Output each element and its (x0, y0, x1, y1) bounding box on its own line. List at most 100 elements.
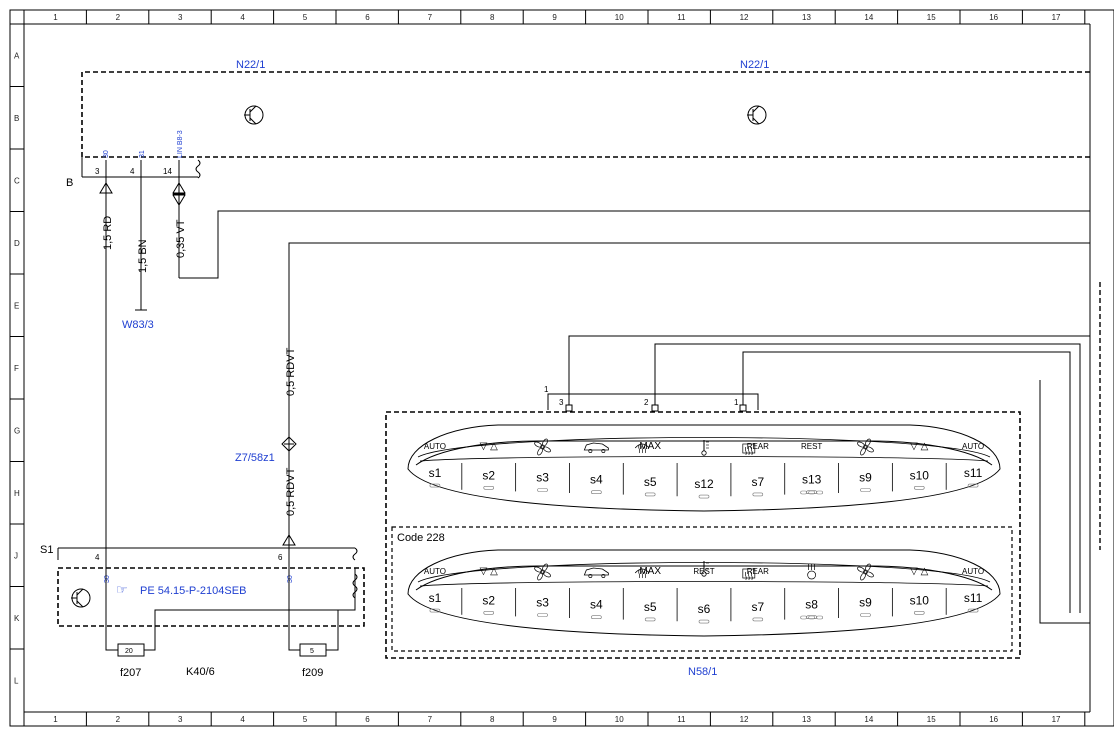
panel-button-s6[interactable]: s6 (698, 602, 711, 616)
grid-row-label: D (14, 239, 20, 248)
pointer-hand-icon[interactable]: ☞ (116, 582, 128, 597)
k40-relay-box-outline (57, 567, 365, 627)
button-led-indicator (698, 494, 710, 499)
n58-pin-3: 3 (559, 398, 564, 407)
grid-column-label-bottom: 10 (615, 715, 624, 724)
panel-button-s9[interactable]: s9 (859, 471, 872, 485)
grid-column-label: 12 (740, 13, 749, 22)
n22-control-unit-outline (81, 71, 1090, 158)
grid-row-label: L (14, 676, 19, 685)
panel-button-s5[interactable]: s5 (644, 475, 657, 489)
temperature-icon (701, 440, 709, 456)
button-led-indicator (644, 492, 656, 497)
panel-top-label: AUTO (962, 567, 984, 576)
button-led-indicator (698, 619, 710, 624)
grid-column-label-bottom: 1 (53, 715, 58, 724)
fan-icon (534, 438, 551, 456)
panel-top-label: REAR (747, 442, 769, 451)
grid-row-label: J (14, 551, 18, 560)
panel-button-s1[interactable]: s1 (429, 591, 442, 605)
n58-lead-1: 1 (544, 385, 549, 394)
grid-column-label-bottom: 8 (490, 715, 495, 724)
button-led-indicator (537, 613, 548, 617)
panel-button-s11[interactable]: s11 (964, 591, 983, 605)
ground-transistor-icon (244, 105, 264, 125)
panel-button-s4[interactable]: s4 (590, 598, 603, 612)
panel-top-label: AUTO (424, 567, 446, 576)
panel-button-s13[interactable]: s13 (802, 473, 822, 487)
grid-row-label: C (14, 176, 20, 185)
panel-button-s2[interactable]: s2 (482, 468, 495, 482)
panel-button-s9[interactable]: s9 (859, 596, 872, 610)
panel-button-s3[interactable]: s3 (536, 471, 549, 485)
grid-column-label: 13 (802, 13, 811, 22)
n22-label-left: N22/1 (236, 59, 265, 71)
panel-button-s5[interactable]: s5 (644, 600, 657, 614)
button-led-indicator (644, 617, 656, 622)
grid-row-label: H (14, 489, 20, 498)
button-led-indicator (752, 492, 764, 497)
grid-column-label: 2 (116, 13, 121, 22)
fan-icon (857, 438, 874, 456)
panel-top-label: MAX (639, 566, 661, 577)
panel-button-s12[interactable]: s12 (694, 477, 714, 491)
button-led-indicator (967, 608, 979, 613)
button-led-indicator (483, 485, 495, 490)
fuse-f209-rating: 5 (310, 648, 314, 655)
signal-lin: LIN B8-3 (177, 130, 184, 158)
panel-button-s10[interactable]: s10 (910, 468, 930, 482)
n22-label-right: N22/1 (740, 59, 769, 71)
panel-button-s7[interactable]: s7 (751, 475, 764, 489)
defrost-icon (634, 568, 650, 579)
grid-column-label-bottom: 12 (740, 715, 749, 724)
fuse-f207-label: f207 (120, 667, 141, 679)
grid-column-label-bottom: 9 (552, 715, 557, 724)
connector-b-label: B (66, 177, 73, 189)
fuse-f209-label: f209 (302, 667, 323, 679)
grid-column-label: 15 (927, 13, 936, 22)
recirculation-car-icon (583, 567, 609, 578)
grid-column-label-bottom: 7 (428, 715, 433, 724)
k40-label: K40/6 (186, 666, 215, 678)
rear-defrost-icon (742, 568, 756, 581)
fan-icon (534, 563, 551, 581)
fan-icon (857, 563, 874, 581)
panel-button-s11[interactable]: s11 (964, 466, 983, 480)
s1-pin-4: 4 (95, 553, 100, 562)
grid-column-label-bottom: 11 (677, 715, 686, 724)
pe-reference-link[interactable]: PE 54.15-P-2104SEB (140, 585, 246, 597)
button-led-indicator (537, 488, 548, 492)
n58-pin-2: 2 (644, 398, 649, 407)
temperature-icon (701, 561, 709, 577)
signal-31: 31 (139, 150, 146, 158)
panel-button-s7[interactable]: s7 (751, 600, 764, 614)
wire-label-0-5-rdvt-lower: 0,5 RDVT (285, 467, 297, 516)
button-led-indicator (752, 617, 764, 622)
panel-button-s3[interactable]: s3 (536, 596, 549, 610)
panel-button-s2[interactable]: s2 (482, 593, 495, 607)
panel-top-label: AUTO (424, 442, 446, 451)
grid-column-label: 8 (490, 13, 495, 22)
grid-column-label: 7 (428, 13, 433, 22)
fuse-f209 (299, 643, 327, 657)
grid-column-label: 16 (989, 13, 998, 22)
grid-column-label: 1 (53, 13, 58, 22)
grid-column-label-bottom: 17 (1052, 715, 1061, 724)
panel-button-s10[interactable]: s10 (910, 593, 930, 607)
signal-30: 30 (103, 150, 110, 158)
panel-button-s8[interactable]: s8 (805, 598, 818, 612)
recirculation-car-icon (583, 442, 609, 453)
button-led-indicator (913, 485, 925, 490)
panel-button-s4[interactable]: s4 (590, 473, 603, 487)
pin-4: 4 (130, 167, 135, 176)
grid-column-label: 5 (303, 13, 308, 22)
button-led-indicator (860, 488, 871, 492)
n58-pin-1: 1 (734, 398, 739, 407)
wire-label-1-5-bn: 1,5 BN (137, 239, 149, 273)
grid-column-label-bottom: 15 (927, 715, 936, 724)
defrost-icon (634, 443, 650, 454)
button-led-indicator (967, 483, 979, 488)
grid-column-label: 9 (552, 13, 557, 22)
panel-button-s1[interactable]: s1 (429, 466, 442, 480)
